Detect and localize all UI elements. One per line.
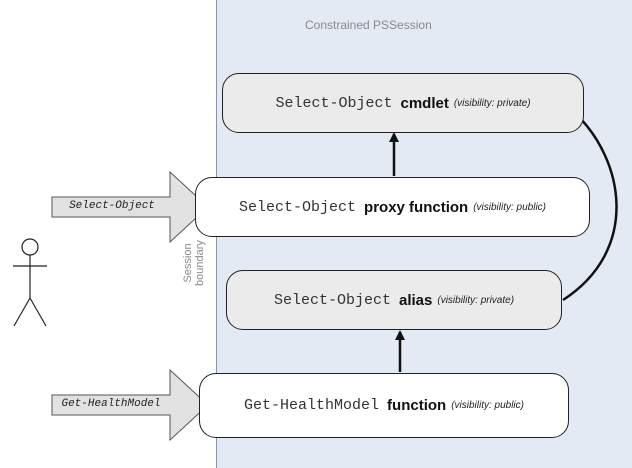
alias-name: Select-Object (273, 291, 391, 309)
alias-visibility: (visibility: private) (437, 294, 515, 306)
cmdlet-visibility: (visibility: private) (453, 97, 531, 109)
select-object-alias-box: Select-Object alias (visibility: private… (226, 270, 562, 330)
select-object-input-label: Select-Object (69, 200, 155, 212)
proxy-kind: proxy function (364, 198, 469, 216)
select-object-cmdlet-box: Select-Object cmdlet (visibility: privat… (222, 73, 584, 133)
health-name: Get-HealthModel (244, 397, 380, 414)
get-healthmodel-input-label: Get-HealthModel (61, 398, 161, 410)
session-title: Constrained PSSession (305, 18, 432, 32)
get-healthmodel-input-arrow (51, 368, 209, 442)
cmdlet-kind: cmdlet (400, 94, 449, 112)
health-visibility: (visibility: public) (451, 400, 524, 411)
alias-to-cmdlet-curved-arrow (562, 110, 618, 302)
get-healthmodel-function-box: Get-HealthModel function (visibility: pu… (199, 373, 569, 438)
proxy-visibility: (visibility: public) (473, 201, 546, 213)
cmdlet-name: Select-Object (275, 94, 393, 112)
user-stick-figure-icon (13, 238, 47, 327)
select-object-proxy-function-box: Select-Object proxy function (visibility… (195, 177, 590, 237)
health-kind: function (387, 397, 447, 414)
alias-kind: alias (398, 291, 433, 309)
proxy-name: Select-Object (239, 198, 357, 216)
select-object-input-arrow (51, 170, 209, 244)
